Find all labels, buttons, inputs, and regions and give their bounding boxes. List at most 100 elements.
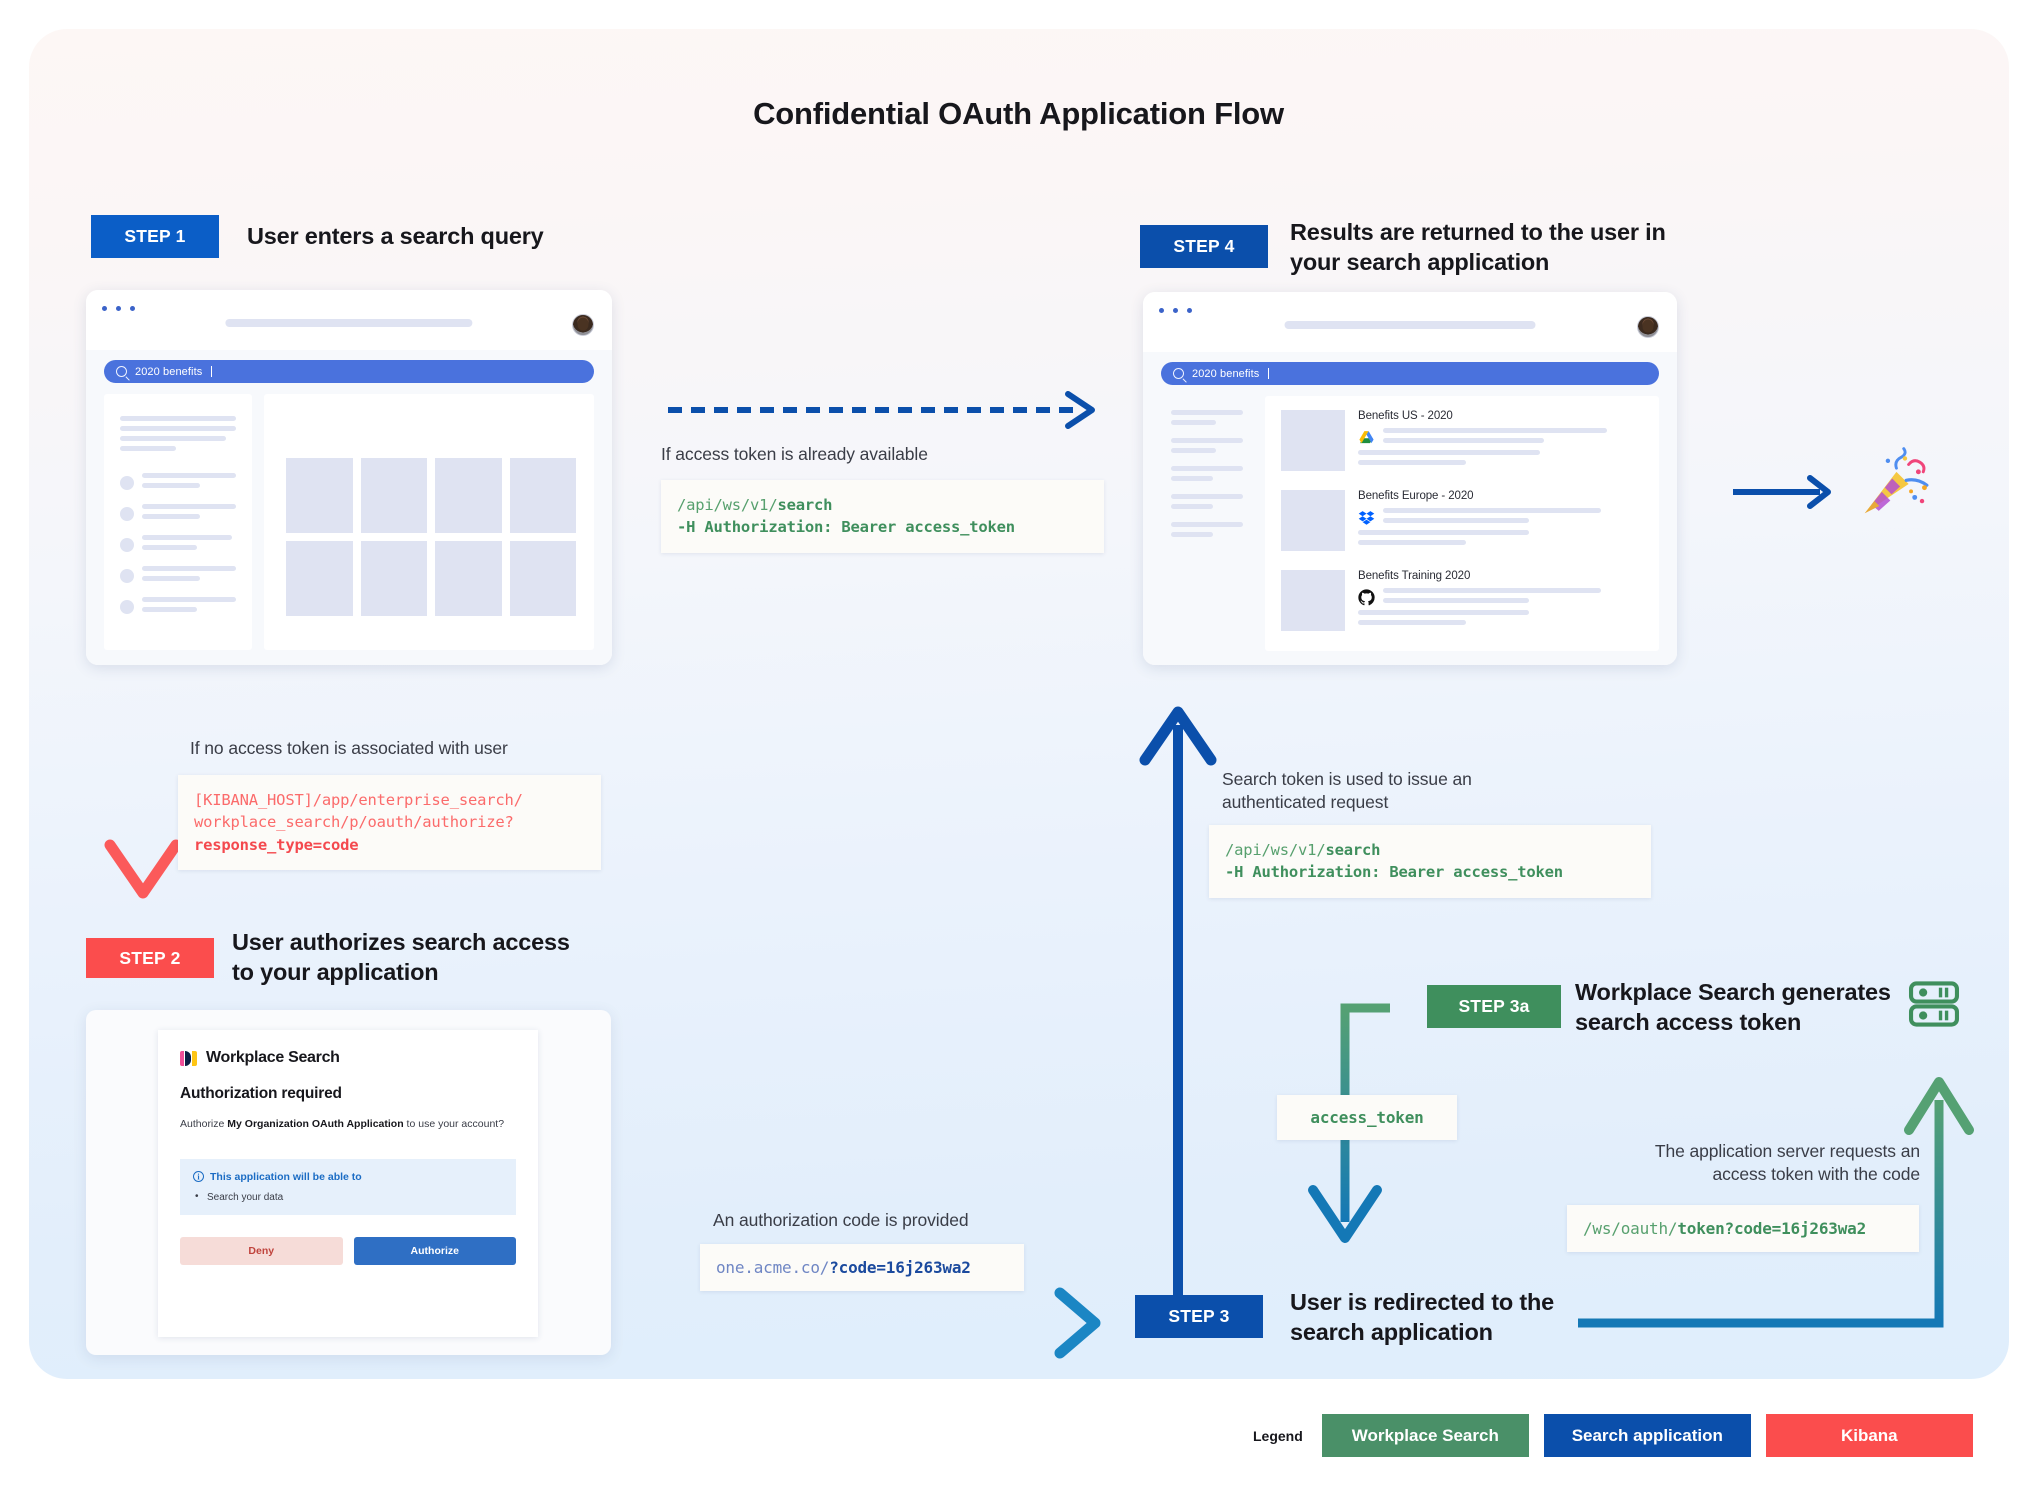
auth-app-name: My Organization OAuth Application <box>227 1118 404 1130</box>
result-tile <box>286 458 353 533</box>
note-token-available: If access token is already available <box>661 444 928 464</box>
workplace-search-logo-icon <box>180 1050 197 1067</box>
result-tile <box>509 541 576 616</box>
search-icon <box>1173 368 1184 379</box>
search-input[interactable]: 2020 benefits <box>1161 362 1659 385</box>
google-drive-icon <box>1359 431 1374 444</box>
deny-button[interactable]: Deny <box>180 1236 343 1265</box>
auth-body-post: to use your account? <box>403 1118 505 1130</box>
list-item <box>120 473 236 493</box>
party-popper-icon <box>1864 447 1929 514</box>
result-meta <box>1358 508 1643 528</box>
mock-body: 2020 benefits <box>86 350 612 665</box>
authorization-dialog-mock: Workplace Search Authorization required … <box>86 1010 611 1355</box>
mock-panes <box>104 394 594 650</box>
code-kibana-line3: response_type=code <box>194 835 359 854</box>
legend-item-kibana: Kibana <box>1765 1414 1973 1457</box>
product-name: Workplace Search <box>206 1049 340 1066</box>
step-4-label: Results are returned to the user in your… <box>1290 219 1666 275</box>
legend-label: Legend <box>1253 1427 1303 1444</box>
mock-body: 2020 benefits <box>1143 352 1677 665</box>
avatar-placeholder <box>120 569 134 583</box>
auth-body-pre: Authorize <box>180 1118 228 1130</box>
result-tile <box>286 541 353 616</box>
code-kibana-line1: [KIBANA_HOST]/app/enterprise_search/ <box>194 791 523 809</box>
search-app-mock-step4: 2020 benefits <box>1143 292 1677 665</box>
result-meta <box>1358 428 1643 448</box>
avatar-placeholder <box>120 507 134 521</box>
code-token-query: token?code=16j263wa2 <box>1677 1219 1867 1238</box>
result-tile <box>435 541 502 616</box>
legend-item-search-application: Search application <box>1543 1414 1751 1457</box>
mock-panes: Benefits US - 2020 <box>1161 396 1659 651</box>
auth-actions: Deny Authorize <box>180 1236 516 1265</box>
text-caret <box>211 366 213 377</box>
list-item[interactable]: Benefits US - 2020 <box>1281 410 1643 471</box>
facets-sidebar <box>104 394 252 650</box>
avatar-placeholder <box>120 538 134 552</box>
code-search-request-top: /api/ws/v1/search -H Authorization: Bear… <box>661 480 1104 553</box>
list-item <box>120 566 236 586</box>
list-item <box>120 504 236 524</box>
info-icon <box>193 1171 204 1183</box>
legend: Legend Workplace Search Search applicati… <box>1253 1414 1973 1457</box>
window-dots-icon <box>102 306 135 311</box>
search-app-mock-step1: 2020 benefits <box>86 290 612 665</box>
result-thumbnail <box>1281 410 1345 471</box>
avatar <box>1637 316 1659 338</box>
access-token-label: access_token <box>1310 1108 1424 1127</box>
note-search-token: Search token is used to issue an authent… <box>1222 769 1472 813</box>
note-no-token: If no access token is associated with us… <box>190 738 508 758</box>
list-item <box>120 597 236 617</box>
code-endpoint: search <box>1325 841 1381 859</box>
text-caret <box>1268 368 1270 379</box>
search-query-value: 2020 benefits <box>1192 367 1260 380</box>
result-title: Benefits US - 2020 <box>1358 410 1453 422</box>
workplace-search-brand: Workplace Search <box>180 1049 516 1067</box>
authorization-card: Workplace Search Authorization required … <box>158 1030 538 1337</box>
url-bar-placeholder <box>1284 321 1536 329</box>
permissions-heading: This application will be able to <box>193 1171 503 1183</box>
page-title: Confidential OAuth Application Flow <box>753 96 1284 131</box>
code-auth-header: -H Authorization: Bearer access_token <box>1225 863 1563 882</box>
results-grid <box>264 394 594 650</box>
code-redirect-url: one.acme.co/?code=16j263wa2 <box>700 1244 1024 1291</box>
permissions-heading-text: This application will be able to <box>210 1170 362 1183</box>
step-1-label: User enters a search query <box>247 223 544 249</box>
step-3a-badge: STEP 3a <box>1427 985 1561 1028</box>
avatar-placeholder <box>120 476 134 490</box>
list-item[interactable]: Benefits Training 2020 <box>1281 570 1643 631</box>
step-2-label: User authorizes search access to your ap… <box>232 929 570 985</box>
code-access-token: access_token <box>1277 1095 1457 1140</box>
mock-browser-chrome <box>1143 292 1677 352</box>
list-item[interactable]: Benefits Europe - 2020 <box>1281 490 1643 551</box>
window-dots-icon <box>1159 308 1192 313</box>
step-3-badge: STEP 3 <box>1135 1295 1263 1338</box>
result-tile <box>509 458 576 533</box>
note-server-requests: The application server requests an acces… <box>1654 1141 1920 1185</box>
result-title: Benefits Training 2020 <box>1358 570 1471 582</box>
search-input[interactable]: 2020 benefits <box>104 360 594 383</box>
code-token-path: /ws/oauth/ <box>1583 1219 1678 1238</box>
code-endpoint: search <box>777 496 833 514</box>
github-icon <box>1358 589 1375 606</box>
code-path: /api/ws/v1/ <box>677 496 778 514</box>
list-item <box>120 535 236 555</box>
legend-item-workplace-search: Workplace Search <box>1321 1414 1529 1457</box>
step-2-badge: STEP 2 <box>86 938 214 978</box>
step-1-badge: STEP 1 <box>91 215 219 258</box>
result-tile <box>360 458 427 533</box>
result-title: Benefits Europe - 2020 <box>1358 490 1474 502</box>
note-authorization-code: An authorization code is provided <box>713 1210 969 1230</box>
search-query-value: 2020 benefits <box>135 365 203 378</box>
permission-item: Search your data <box>193 1191 503 1203</box>
authorize-button[interactable]: Authorize <box>353 1236 516 1265</box>
result-meta <box>1358 588 1643 608</box>
url-bar-placeholder <box>225 319 473 327</box>
results-list: Benefits US - 2020 <box>1265 396 1659 651</box>
auth-heading: Authorization required <box>180 1085 342 1102</box>
result-thumbnail <box>1281 490 1345 551</box>
code-token-request: /ws/oauth/token?code=16j263wa2 <box>1567 1205 1919 1252</box>
code-search-request-right: /api/ws/v1/search -H Authorization: Bear… <box>1209 825 1651 898</box>
